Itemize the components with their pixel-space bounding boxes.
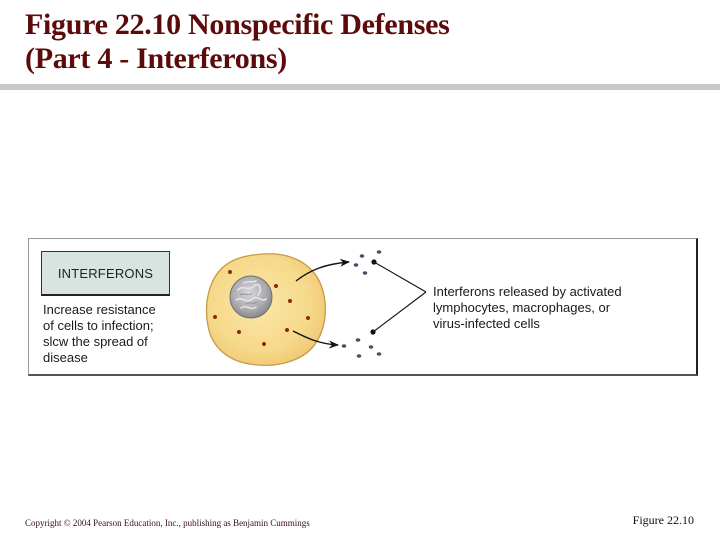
interferons-label-box: INTERFERONS (41, 251, 170, 296)
copyright-notice: Copyright © 2004 Pearson Education, Inc.… (25, 518, 310, 528)
description-line-4: disease (43, 350, 88, 365)
release-caption-line-3: virus-infected cells (433, 316, 540, 331)
description-line-3: slcw the spread of (43, 334, 148, 349)
release-caption-line-1: Interferons released by activated (433, 284, 622, 299)
release-caption: Interferons released by activated lympho… (433, 284, 622, 332)
title-divider (0, 84, 720, 90)
slide-title-line-1: Figure 22.10 Nonspecific Defenses (25, 8, 450, 41)
description-line-2: of cells to infection; (43, 318, 154, 333)
interferons-label: INTERFERONS (57, 265, 154, 281)
figure-reference: Figure 22.10 (632, 513, 694, 527)
slide-title-line-2: (Part 4 - Interferons) (25, 42, 287, 75)
interferons-description: Increase resistance of cells to infectio… (43, 302, 183, 366)
slide-title: Figure 22.10 Nonspecific Defenses (Part … (25, 8, 450, 76)
description-line-1: Increase resistance (43, 302, 156, 317)
release-caption-line-2: lymphocytes, macrophages, or (433, 300, 611, 315)
